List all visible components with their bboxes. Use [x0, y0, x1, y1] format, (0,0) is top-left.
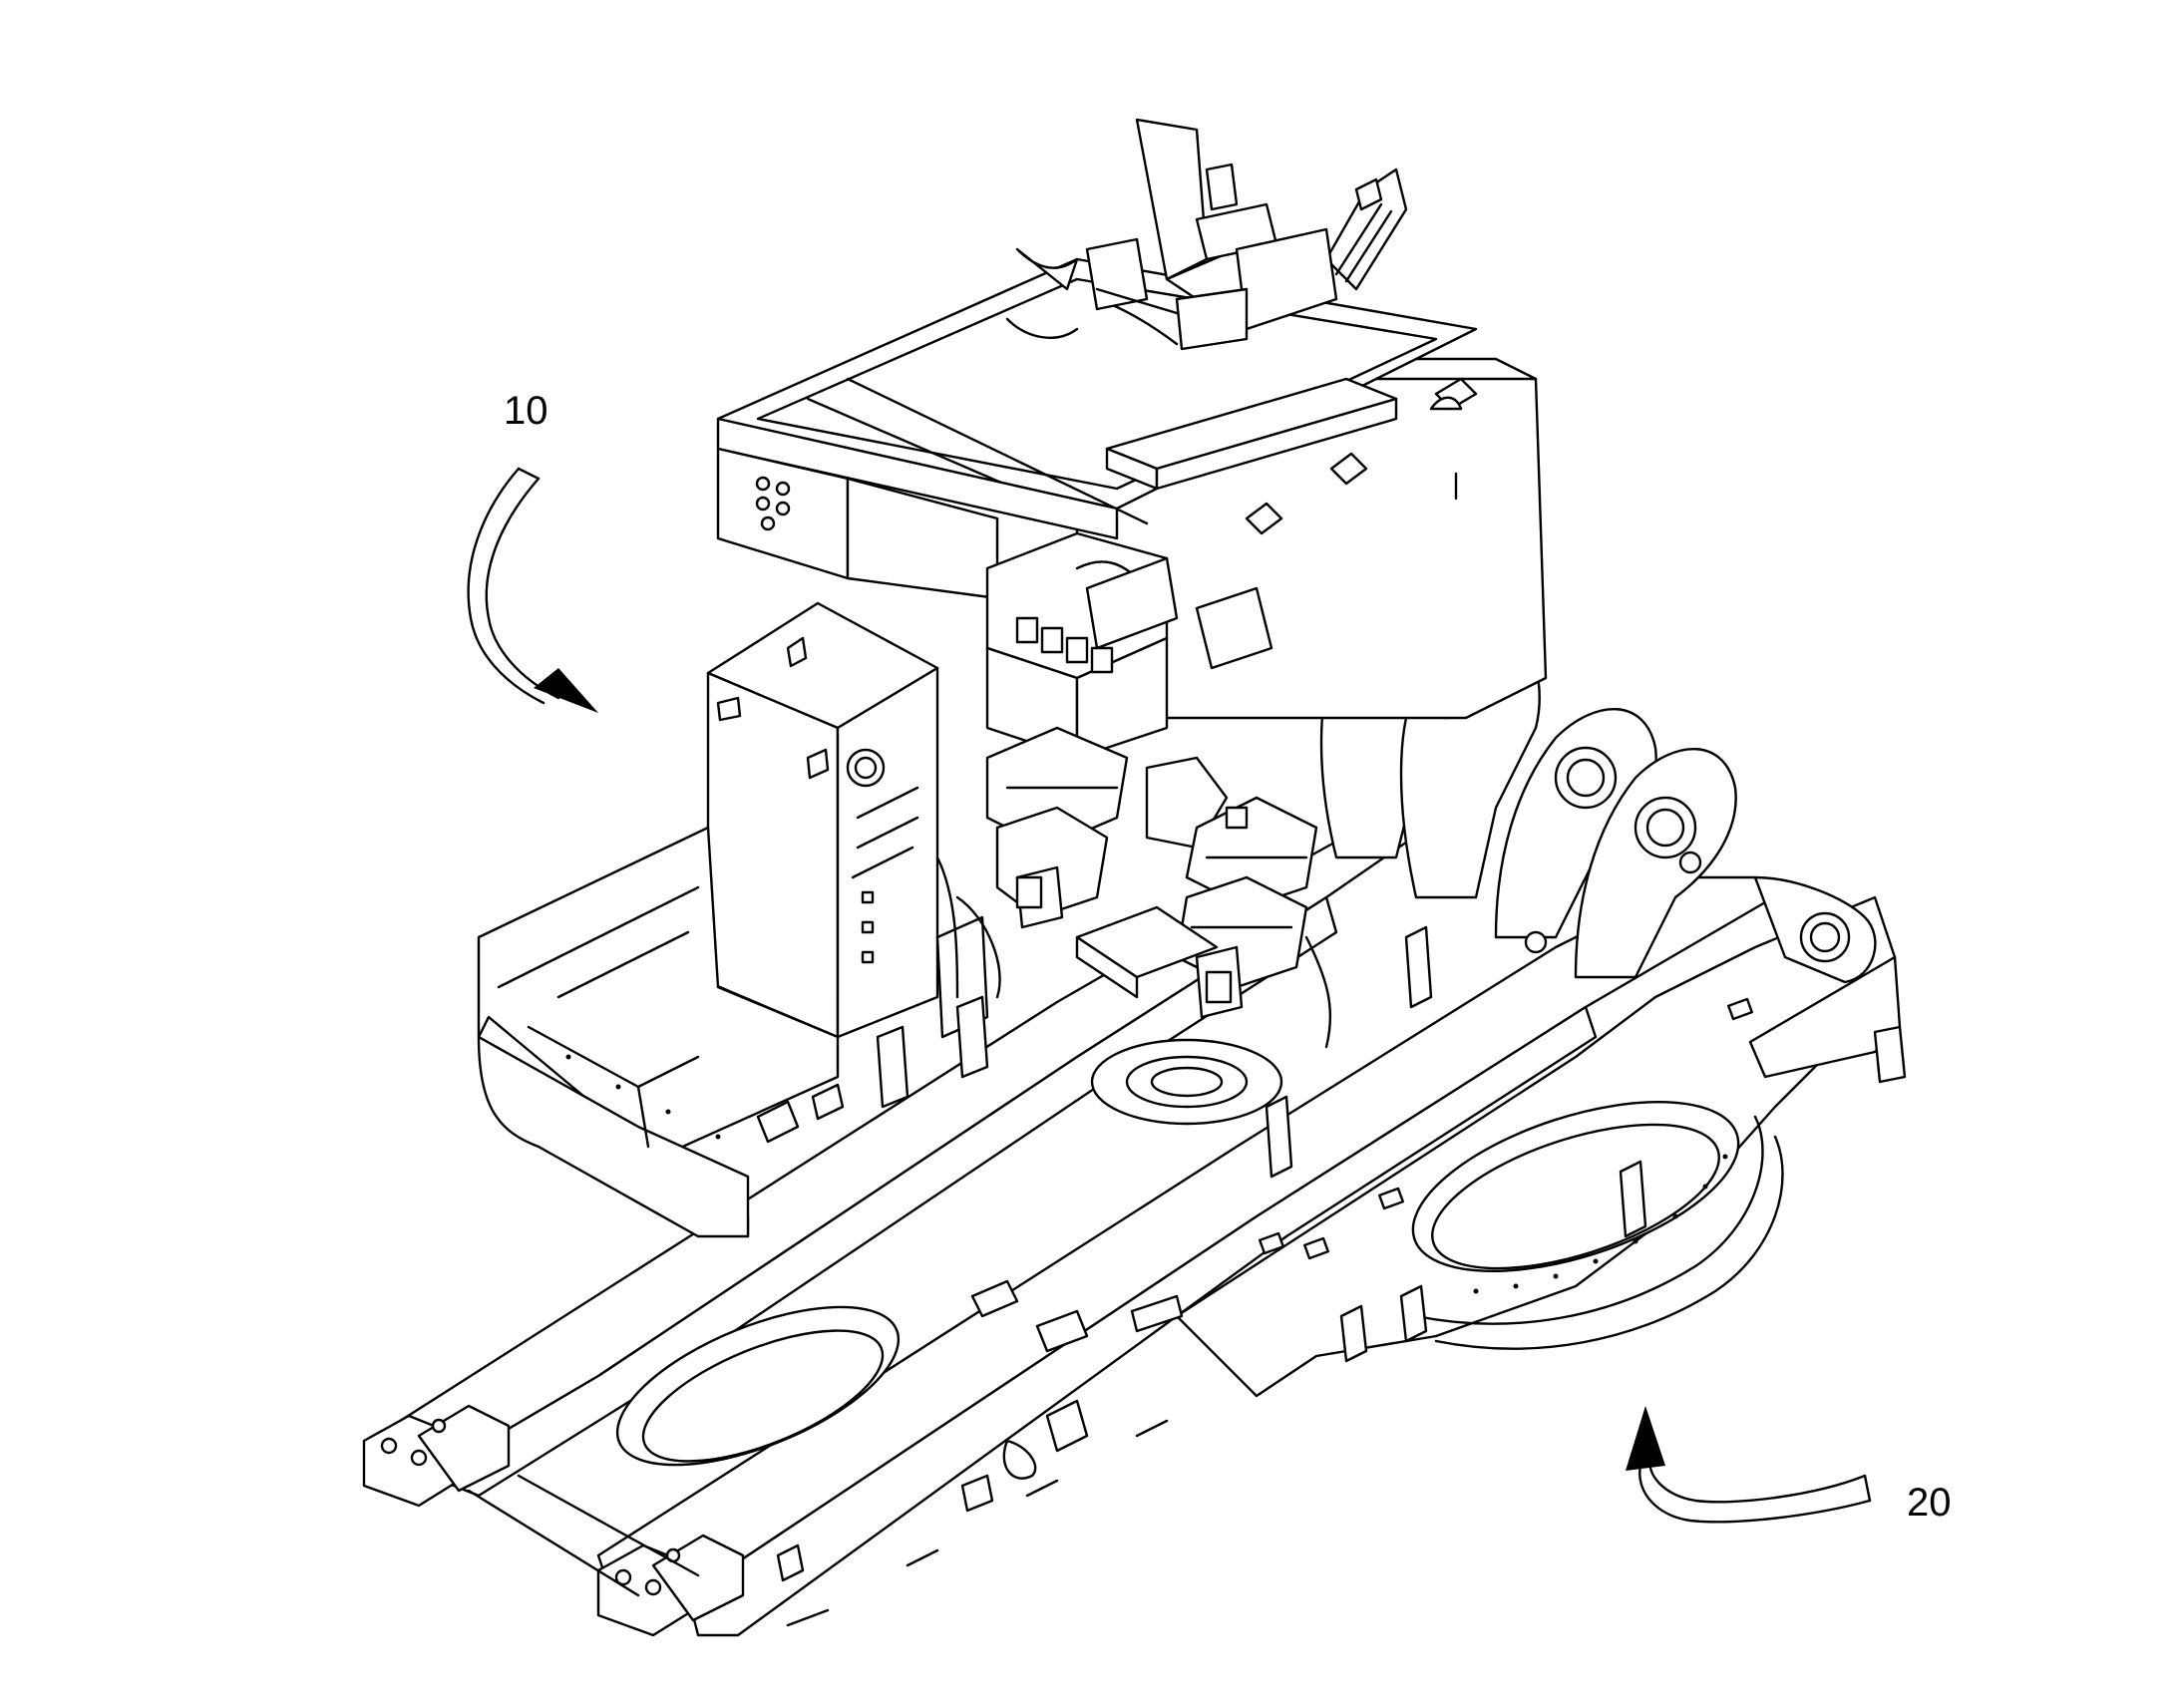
callout-20: 20	[1626, 1406, 1952, 1525]
callout-10: 10	[467, 389, 598, 713]
label-20: 20	[1907, 1481, 1952, 1525]
joystick-console	[1324, 168, 1408, 291]
cab-rail-holes	[755, 476, 791, 531]
label-10: 10	[504, 389, 548, 433]
pump-cluster	[985, 726, 1318, 1019]
arrow-head-10	[534, 668, 598, 713]
upper-assembly	[477, 118, 1548, 1238]
base-counterweight	[477, 826, 845, 1238]
rail-end-block-left	[362, 1404, 511, 1508]
ring-dots	[1473, 1154, 1728, 1294]
lower-frame	[362, 594, 1907, 1637]
arrow-head-20	[1626, 1406, 1665, 1471]
electrical-cabinet	[706, 601, 989, 1039]
rail-end-block-right	[596, 1534, 745, 1637]
